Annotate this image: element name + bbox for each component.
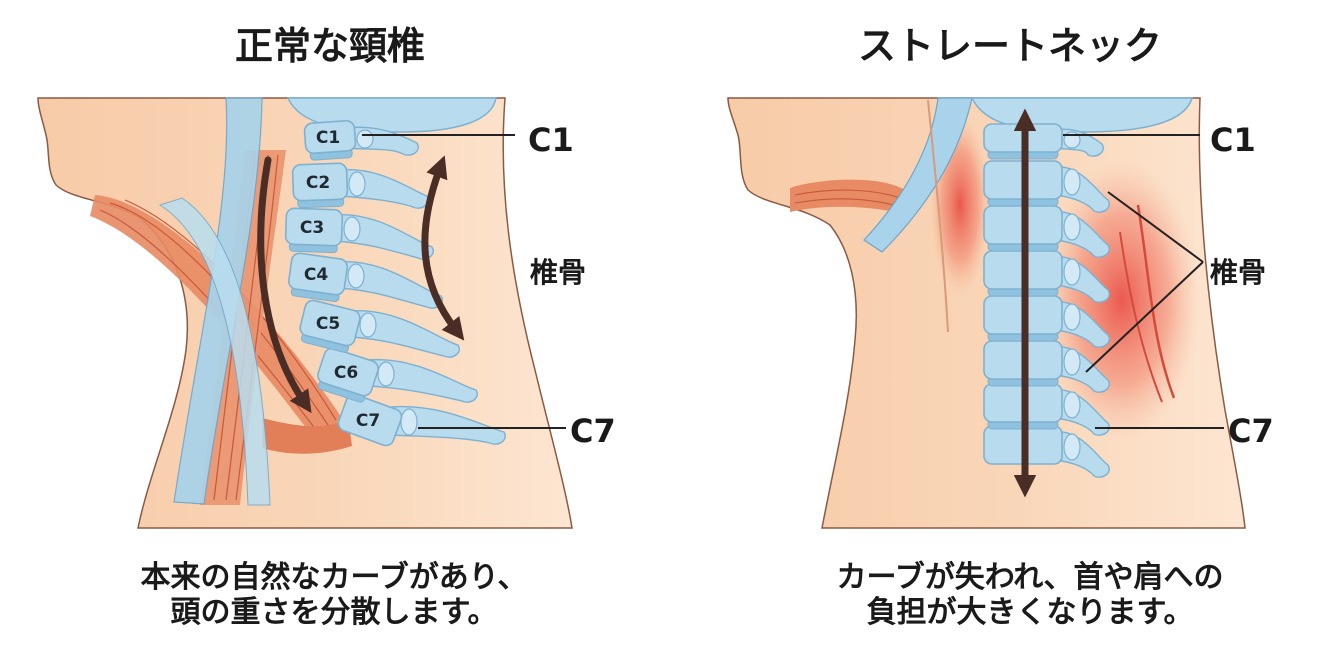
- vertebra-number-label: C5: [316, 314, 340, 334]
- vertebra-number-label: C7: [356, 411, 380, 431]
- tendon-band: [863, 97, 973, 253]
- vertebra-c1-facet: [356, 129, 374, 149]
- vertebra-c3-body: [284, 207, 344, 247]
- vertebra-c6-facet: [377, 361, 395, 387]
- vertebra-c2: [291, 162, 429, 209]
- c1-label: C1: [528, 121, 574, 159]
- straight-neck-illustration: C1 椎骨 C7: [727, 97, 1274, 529]
- strain-line: [1136, 204, 1176, 399]
- straight-vertebra-7-facet: [1063, 391, 1081, 419]
- vertebra-c6-body: [317, 347, 379, 397]
- vertebra-c4: [288, 252, 443, 309]
- vertebra-c5: [299, 299, 460, 358]
- straight-vertebra-8-facet: [1063, 433, 1081, 461]
- straight-vertebra-3-facet: [1063, 213, 1081, 241]
- vertebra-c4-body-group: [288, 252, 348, 303]
- straight-vertebra-5-facet: [1063, 303, 1081, 331]
- straight-vertebra-2-facet: [1063, 168, 1081, 196]
- vertebra-c5-spinous-process: [349, 310, 460, 358]
- lower-muscle: [262, 418, 352, 454]
- tendon-band: [173, 97, 263, 505]
- vertebra-c7-body: [337, 393, 403, 447]
- straight-vertebra-6-facet: [1063, 348, 1081, 376]
- vertebra-c1-body: [303, 120, 357, 154]
- vertebra-c3: [284, 207, 434, 260]
- straight-vertebra-4-facet: [1063, 258, 1081, 286]
- trapezius-edge: [927, 99, 949, 333]
- vertebra-c7-body-group: [337, 393, 403, 447]
- vertebra-c5-body: [299, 299, 361, 347]
- vertebra-label: 椎骨: [1210, 256, 1266, 289]
- vertebra-number-label: C4: [304, 265, 328, 285]
- c7-label: C7: [570, 412, 616, 450]
- vertebra-number-label: C3: [300, 218, 324, 238]
- tendon-band: [158, 197, 271, 506]
- vertebra-c5-body-group: [299, 299, 361, 353]
- vertebra-c4-facet: [347, 263, 365, 289]
- vertebra-c2-body-group: [291, 162, 349, 209]
- neck-tendons: [158, 97, 271, 506]
- vertebra-c6: [317, 347, 478, 403]
- vertebra-c1-body-group: [303, 120, 357, 161]
- vertebra-leader-line-upper: [1107, 191, 1204, 263]
- caption-straight-neck: カーブが失われ、首や肩への 負担が大きくなります。: [700, 560, 1323, 630]
- vertebra-number-label: C6: [334, 363, 358, 383]
- vertebra-c2-facet: [348, 171, 366, 197]
- c7-label: C7: [1228, 412, 1274, 450]
- caption-line: 負担が大きくなります。: [866, 595, 1194, 630]
- vertebra-c7-facet: [400, 408, 418, 436]
- caption-line: 本来の自然なカーブがあり、: [140, 560, 528, 595]
- vertebra-c7-spinous-process: [390, 405, 506, 445]
- vertebra-number-label: C2: [306, 173, 330, 193]
- vertebra-label: 椎骨: [530, 256, 586, 289]
- vertebra-c6-body-group: [317, 347, 379, 403]
- downward-curve-arrow: [257, 156, 312, 414]
- vertebra-c5-facet: [359, 312, 377, 338]
- vertebra-number-label: C1: [316, 128, 340, 148]
- caption-line: カーブが失われ、首や肩への: [836, 560, 1224, 595]
- muscle-striations: [794, 189, 901, 207]
- panel-title-normal: 正常な頸椎: [234, 24, 425, 68]
- neck-muscle: [790, 179, 905, 212]
- c1-label: C1: [1210, 121, 1256, 159]
- panel-title-straight-neck: ストレートネック: [857, 24, 1162, 68]
- vertebra-c3-body-group: [284, 207, 344, 254]
- vertebra-c3-facet: [343, 216, 361, 242]
- vertebra-c6-spinous-process: [367, 358, 478, 403]
- vertebra-c2-body: [291, 162, 349, 202]
- vertebra-c4-body: [288, 252, 348, 296]
- caption-line: 頭の重さを分散します。: [170, 595, 498, 630]
- vertebra-c7: [337, 393, 506, 447]
- vertebra-leader-line-lower: [1085, 261, 1204, 373]
- bidirectional-curve-arrow: [421, 155, 465, 341]
- caption-normal: 本来の自然なカーブがあり、 頭の重さを分散します。: [4, 560, 664, 630]
